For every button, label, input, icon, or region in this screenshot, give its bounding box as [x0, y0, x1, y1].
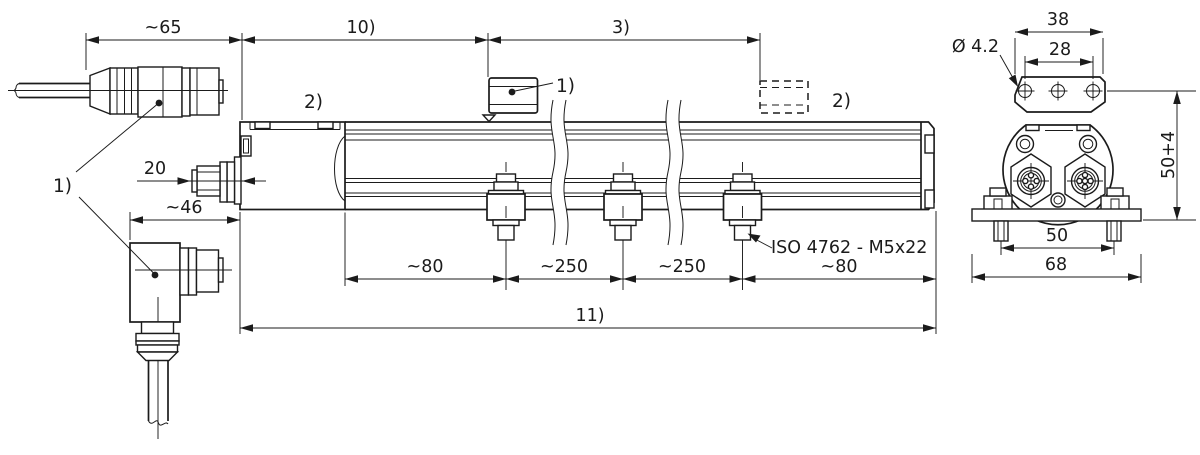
stub-flange — [233, 156, 242, 205]
dim-20-label: 20 — [144, 159, 166, 179]
mounting-clamps — [486, 162, 763, 290]
profile-outline — [345, 121, 935, 211]
dim-28-label: 28 — [1049, 40, 1071, 60]
dim-38-28: 38 28 — [1014, 10, 1104, 79]
connector-barrel — [137, 66, 183, 118]
clamp-screw-left — [993, 220, 1009, 242]
head-bore-arc — [334, 135, 346, 202]
connector-ref-label: 1) — [53, 176, 72, 197]
cable-break-angled — [148, 420, 169, 426]
dim-65: ~65 — [145, 18, 182, 38]
dim-38-label: 38 — [1047, 10, 1069, 30]
dim-68-label: 68 — [1045, 255, 1067, 275]
angled-body — [129, 242, 181, 323]
dim-80-left: ~80 — [407, 257, 444, 277]
position-magnet-phantom — [759, 80, 809, 114]
position-magnet: 1) — [481, 76, 575, 123]
end-screw-left — [1015, 134, 1035, 154]
clamp-base-bar — [971, 208, 1142, 222]
leader-dot-straight — [155, 99, 163, 107]
profile-ref-left: 2) — [304, 92, 323, 113]
dim-46: ~46 — [129, 198, 240, 240]
mounting-clamp-3 — [722, 162, 763, 290]
sensor-head — [239, 121, 346, 211]
screw-note: ISO 4762 - M5x22 — [747, 233, 927, 258]
dim-50plus4-label: 50+4 — [1159, 131, 1179, 179]
dim-hole-diameter: Ø 4.2 — [952, 37, 1018, 87]
dim-250-b: ~250 — [658, 257, 706, 277]
cable-connector-straight — [8, 66, 228, 118]
dim-46-label: ~46 — [166, 198, 203, 218]
end-clamp-feet — [971, 187, 1142, 242]
connector-ref: 1) — [53, 104, 158, 274]
m12-connector-right — [1064, 153, 1106, 208]
dim-11: 11) — [575, 306, 604, 326]
null-point-marker — [481, 114, 497, 123]
end-bottom-screw — [1050, 192, 1066, 208]
magnet-ref-label: 1) — [556, 76, 575, 97]
dim-80-right: ~80 — [821, 257, 858, 277]
head-connector-stub — [186, 156, 252, 205]
dim-250-a: ~250 — [540, 257, 588, 277]
dim-3: 3) — [612, 18, 630, 38]
head-clip-left — [254, 121, 271, 130]
head-slot — [240, 135, 252, 157]
end-screw-right — [1078, 134, 1098, 154]
break-lines — [550, 99, 684, 246]
bracket-holes — [1015, 81, 1103, 101]
mounting-clamp-1 — [486, 162, 526, 290]
dim-top-chain: ~65 10) 3) — [85, 18, 761, 120]
head-clip-right — [317, 121, 334, 130]
angled-strain-relief — [135, 351, 180, 362]
dim-10: 10) — [346, 18, 375, 38]
end-cap-clip-bottom — [924, 189, 935, 209]
clamp-screw-right — [1106, 220, 1122, 242]
dim-50plus4: 50+4 — [1107, 90, 1196, 221]
cable-connector-angled — [129, 242, 232, 439]
magnet-bracket — [1014, 76, 1106, 113]
leader-dot-magnet — [508, 88, 516, 96]
strain-relief — [89, 66, 111, 116]
profile-ref-right: 2) — [832, 91, 851, 112]
m12-connector-left — [1010, 153, 1052, 208]
leader-dot-angled — [151, 271, 159, 279]
mounting-clamp-2 — [603, 162, 643, 290]
iso-screw-label: ISO 4762 - M5x22 — [771, 238, 927, 258]
dim-50-68: 50 68 — [971, 226, 1142, 283]
end-cap-clip-top — [924, 134, 935, 154]
dim-20: 20 — [137, 159, 266, 185]
end-view: 38 28 Ø 4.2 50+4 — [952, 10, 1196, 283]
dim-50-label: 50 — [1046, 226, 1068, 246]
dim-dia42-label: Ø 4.2 — [952, 37, 999, 57]
dim-bottom-chain: ~80 ~250 ~250 ~80 11) — [239, 211, 937, 334]
end-body — [1002, 124, 1114, 226]
